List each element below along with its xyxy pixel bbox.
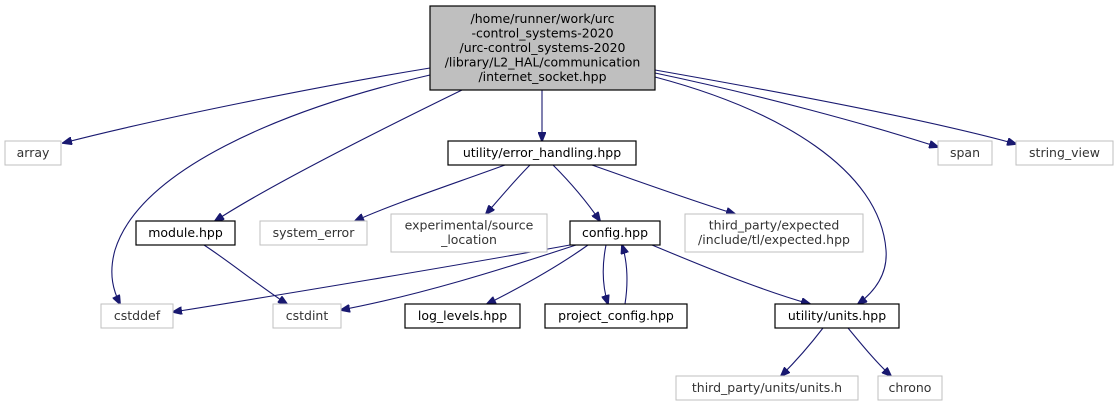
node-label-line: /urc-control_systems-2020	[460, 40, 626, 55]
edge-config-to-cstddef	[173, 244, 571, 312]
node-box	[447, 140, 637, 166]
edge-module-to-cstdint	[203, 244, 287, 304]
node-box	[877, 375, 943, 401]
node-label-line: experimental/source	[405, 218, 534, 233]
node-label-line: /library/L2_HAL/communication	[445, 54, 641, 69]
node-expected: third_party/expected/include/tl/expected…	[684, 213, 864, 253]
node-box	[429, 5, 656, 91]
node-label-line: config.hpp	[582, 225, 648, 240]
node-log-levels[interactable]: log_levels.hpp	[404, 303, 521, 329]
node-label-line: utility/error_handling.hpp	[463, 145, 621, 160]
edge-root-to-cstddef	[111, 74, 431, 304]
edge-root-to-span	[654, 72, 938, 147]
edge-error_handling-to-source_location	[486, 164, 531, 214]
node-label-line: /home/runner/work/urc	[471, 11, 615, 26]
node-label-line: string_view	[1029, 145, 1100, 160]
edge-config-to-project_config	[603, 244, 608, 304]
nodes-layer: /home/runner/work/urc-control_systems-20…	[4, 5, 1114, 401]
node-label-line: project_config.hpp	[558, 308, 674, 323]
edge-error_handling-to-system_error	[355, 164, 506, 221]
edge-config-to-cstdint	[341, 244, 577, 310]
edge-root-to-array	[63, 67, 431, 143]
node-box	[675, 375, 859, 401]
node-units[interactable]: utility/units.hpp	[774, 303, 900, 329]
node-label-line: log_levels.hpp	[418, 308, 507, 323]
node-label-line: span	[950, 145, 980, 160]
node-box	[404, 303, 521, 329]
node-array: array	[4, 140, 62, 166]
edge-root-to-module	[215, 89, 463, 221]
edge-units-to-units_h	[781, 327, 824, 376]
node-label-line: cstddef	[114, 308, 161, 323]
edge-units-to-chrono	[847, 327, 891, 376]
edge-config-to-log_levels	[487, 244, 589, 304]
node-label-line: utility/units.hpp	[788, 308, 886, 323]
node-box	[135, 220, 236, 246]
node-box	[4, 140, 62, 166]
node-label-line: _location	[440, 232, 497, 247]
node-label-line: module.hpp	[148, 225, 223, 240]
node-box	[774, 303, 900, 329]
node-root: /home/runner/work/urc-control_systems-20…	[429, 5, 656, 91]
node-label-line: third_party/expected	[709, 218, 840, 233]
node-cstddef: cstddef	[100, 303, 174, 329]
edge-project_config-to-config	[622, 245, 627, 305]
node-label-line: /internet_socket.hpp	[478, 69, 606, 84]
node-error-handling[interactable]: utility/error_handling.hpp	[447, 140, 637, 166]
node-system-error: system_error	[259, 220, 368, 246]
node-label-line: chrono	[889, 380, 932, 395]
edge-error_handling-to-expected	[591, 164, 735, 214]
node-label-line: /include/tl/expected.hpp	[698, 232, 850, 247]
node-cstdint: cstdint	[272, 303, 342, 329]
node-box	[259, 220, 368, 246]
node-project-config[interactable]: project_config.hpp	[544, 303, 688, 329]
node-label-line: array	[17, 145, 50, 160]
edge-root-to-units	[654, 76, 887, 304]
node-string-view: string_view	[1015, 140, 1114, 166]
node-label-line: cstdint	[286, 308, 329, 323]
node-box	[569, 220, 661, 246]
node-box	[272, 303, 342, 329]
node-module[interactable]: module.hpp	[135, 220, 236, 246]
node-box	[100, 303, 174, 329]
node-source-location: experimental/source_location	[390, 213, 548, 253]
node-label-line: third_party/units/units.h	[692, 380, 842, 395]
node-box	[390, 213, 548, 253]
edge-error_handling-to-config	[552, 164, 600, 221]
node-units-h: third_party/units/units.h	[675, 375, 859, 401]
node-chrono: chrono	[877, 375, 943, 401]
edge-root-to-string_view	[654, 69, 1016, 144]
node-box	[1015, 140, 1114, 166]
node-label-line: -control_systems-2020	[471, 25, 613, 40]
node-box	[684, 213, 864, 253]
edge-config-to-units	[651, 244, 810, 304]
node-label-line: system_error	[273, 225, 356, 240]
node-box	[544, 303, 688, 329]
node-span: span	[937, 140, 993, 166]
edges-layer	[63, 67, 1016, 376]
node-config[interactable]: config.hpp	[569, 220, 661, 246]
node-box	[937, 140, 993, 166]
